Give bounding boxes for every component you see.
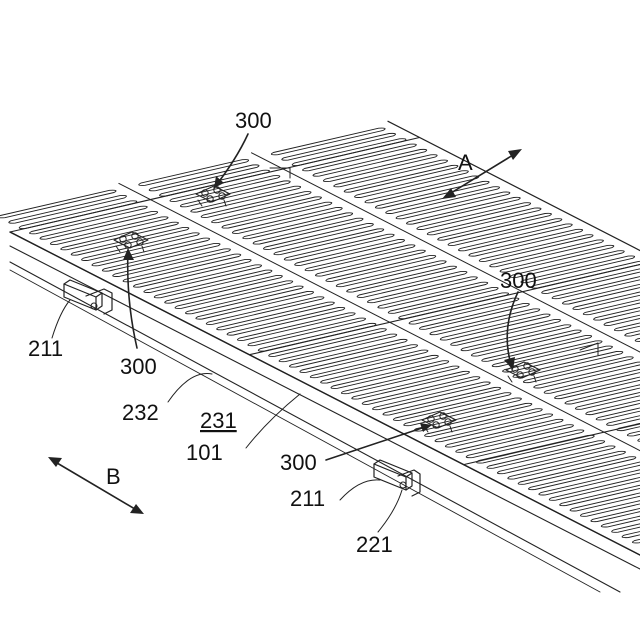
label-direction-b: B	[106, 464, 121, 489]
leader-232	[168, 374, 212, 402]
label-231: 231	[200, 408, 237, 433]
arrowhead-b-down	[130, 504, 144, 514]
direction-arrow-b	[52, 460, 140, 512]
panel-divider	[119, 183, 640, 538]
label-211-right: 211	[290, 486, 325, 511]
bracket-211-left	[64, 280, 112, 314]
arrowhead-a-up	[508, 149, 522, 160]
label-221: 221	[356, 532, 393, 557]
leader-211-left	[52, 300, 70, 338]
label-300-top: 300	[235, 108, 272, 133]
label-101: 101	[186, 440, 223, 465]
leader-221	[378, 490, 402, 532]
rail-lower-edge	[10, 262, 620, 592]
clip-bolt	[202, 190, 208, 196]
leader-211-right	[340, 480, 380, 500]
label-232: 232	[122, 400, 159, 425]
bracket-211-right	[374, 460, 420, 496]
grating-slot	[565, 378, 640, 404]
grating-slot	[583, 288, 640, 315]
label-211-left: 211	[28, 336, 63, 361]
leader-300-bottom	[326, 426, 428, 460]
label-300-bottom: 300	[280, 450, 317, 475]
leader-101	[246, 394, 300, 448]
reference-labels: 300 A 300 211 300 232 231 101 B 300 211 …	[28, 108, 537, 557]
label-300-left: 300	[120, 354, 157, 379]
label-300-right: 300	[500, 268, 537, 293]
label-direction-a: A	[458, 150, 473, 175]
grating-slot	[612, 505, 640, 533]
grating-slot	[625, 309, 640, 336]
side-rail-mid-edge	[10, 246, 640, 569]
